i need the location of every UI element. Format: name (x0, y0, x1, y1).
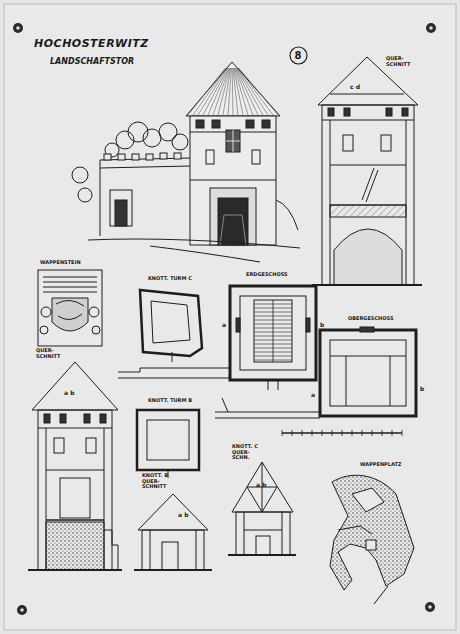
gate-sketch (72, 62, 300, 262)
cross-section (134, 494, 212, 570)
cross-section (228, 462, 296, 555)
drawing-label: KNOTT. C QUER- SCHN. (232, 444, 260, 461)
drawing-label: WAPPENPLATZ (360, 462, 401, 468)
sheet-subtitle: LANDSCHAFTSTOR (50, 58, 134, 67)
drawing-label: a (222, 322, 226, 329)
drawing-label: KNOTT. B QUER- SCHNITT (142, 473, 170, 490)
drawing-label: b (420, 386, 424, 393)
drawing-label: QUER- SCHNITT (36, 348, 66, 359)
drawing-label: a b (256, 482, 266, 489)
drawing-label: a (311, 392, 315, 399)
plan-tower-b (137, 410, 199, 478)
drawing-label: KNOTT. TURM C (148, 276, 192, 282)
cross-section (312, 57, 422, 285)
drawing-label: a b (64, 390, 74, 397)
plan-upper-floor (320, 327, 416, 416)
cross-section (28, 362, 122, 570)
sheet-number: 8 (289, 50, 308, 61)
drawing-label: QUER- SCHNITT (386, 56, 416, 67)
sheet-number-circle: 8 (289, 46, 308, 65)
plan-tower-c (140, 290, 202, 362)
drawing-label: OBERGESCHOSS (348, 316, 394, 322)
drawing-label: b (320, 322, 324, 329)
drawing-label: KNOTT. TURM B (148, 398, 192, 404)
drawing-label: WAPPENSTEIN (40, 260, 81, 266)
screw (13, 23, 436, 615)
drawing-label: ERDGESCHOSS (246, 272, 288, 278)
drawing-label: c d (350, 84, 360, 91)
site-plan (330, 475, 414, 604)
coat-of-arms (38, 270, 102, 346)
plan-ground-floor (230, 286, 316, 390)
sheet-title: HOCHOSTERWITZ (34, 37, 149, 50)
drawing-label: a b (178, 512, 188, 519)
scale-bar (282, 430, 402, 436)
